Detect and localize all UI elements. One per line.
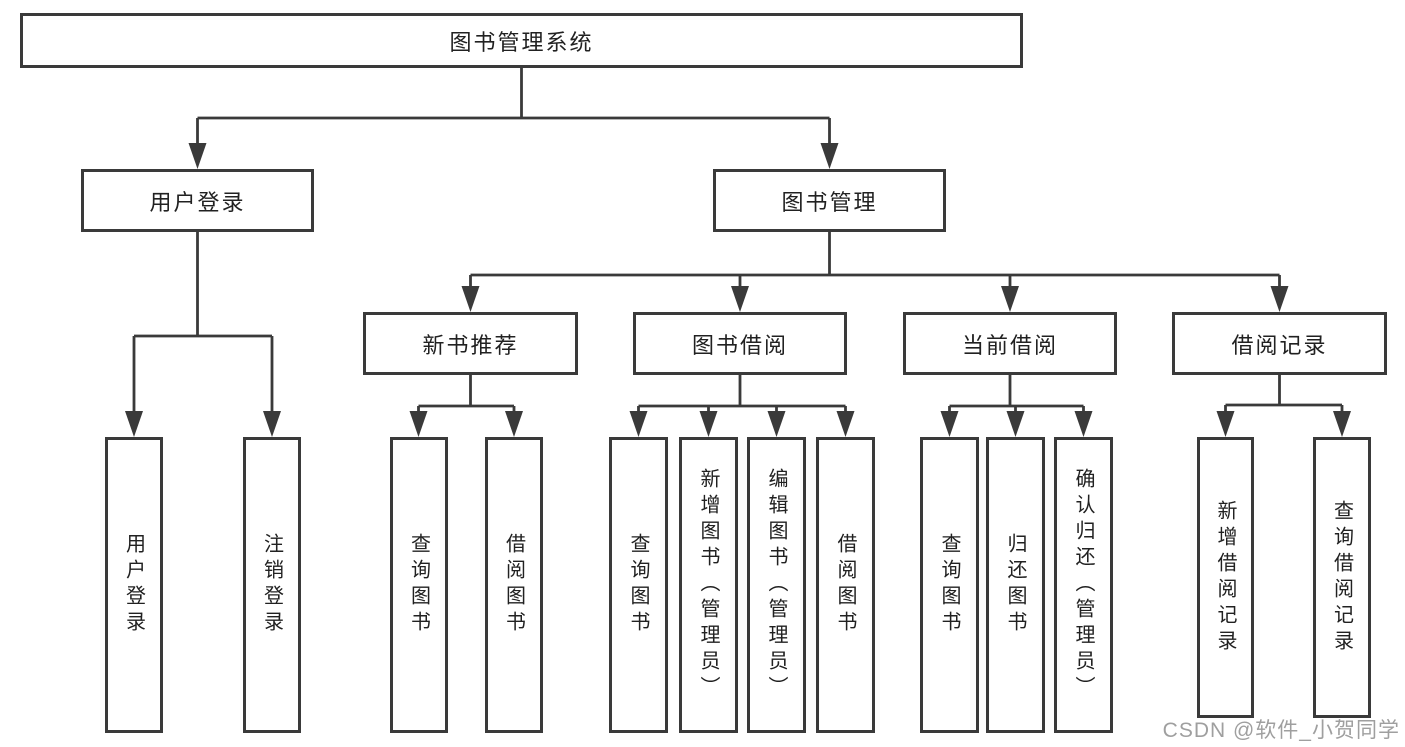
node-borrowing-records-label: 借阅记录 (1231, 332, 1328, 358)
arrowhead-icon (629, 411, 648, 437)
node-book-borrowing-label: 图书借阅 (691, 332, 788, 358)
connector-root-to-level2 (196, 68, 831, 148)
node-book-management-label: 图书管理 (781, 189, 878, 215)
arrowhead-icon (263, 411, 281, 437)
connector-user-login-children (132, 232, 274, 416)
arrowhead-icon (1006, 411, 1025, 437)
leaf-edit-book-admin-label: 编辑图书（管理员） (765, 468, 787, 702)
connector-current-borrowing-children (948, 375, 1085, 416)
arrowhead-icon (1333, 411, 1351, 437)
arrowhead-icon (940, 411, 959, 437)
arrowheads (125, 143, 1351, 437)
leaf-query-book-current-label: 查询图书 (938, 533, 960, 637)
leaf-confirm-return-admin: 确认归还（管理员） (1054, 437, 1113, 733)
arrowhead-icon (505, 411, 523, 437)
arrowhead-icon (1001, 286, 1019, 312)
node-user-login: 用户登录 (81, 169, 314, 232)
leaf-borrow-book: 借阅图书 (816, 437, 875, 733)
watermark-text: CSDN @软件_小贺同学 (1162, 719, 1400, 742)
node-user-login-label: 用户登录 (149, 189, 246, 215)
leaf-query-book-borrow: 查询图书 (609, 437, 668, 733)
leaf-query-book-current: 查询图书 (920, 437, 979, 733)
node-root-label: 图书管理系统 (449, 29, 594, 55)
arrowhead-icon (699, 411, 718, 437)
arrowhead-icon (1074, 411, 1093, 437)
leaf-user-login: 用户登录 (105, 437, 163, 733)
arrowhead-icon (820, 143, 839, 169)
leaf-add-borrow-record-label: 新增借阅记录 (1214, 499, 1236, 656)
leaf-add-book-admin: 新增图书（管理员） (679, 437, 738, 733)
node-current-borrowing: 当前借阅 (903, 312, 1117, 375)
arrowhead-icon (836, 411, 855, 437)
arrowhead-icon (1270, 286, 1289, 312)
arrowhead-icon (1216, 411, 1235, 437)
connector-borrowing-records-children (1224, 375, 1344, 416)
arrowhead-icon (125, 411, 143, 437)
arrowhead-icon (731, 286, 749, 312)
leaf-query-book-recommend-label: 查询图书 (407, 533, 430, 637)
leaf-edit-book-admin: 编辑图书（管理员） (747, 437, 806, 733)
connector-book-borrowing-children (637, 375, 847, 416)
connector-new-book-children (417, 375, 516, 416)
node-root: 图书管理系统 (20, 13, 1023, 68)
leaf-query-book-recommend: 查询图书 (390, 437, 448, 733)
node-new-book-recommendation-label: 新书推荐 (422, 332, 519, 358)
node-book-management: 图书管理 (713, 169, 946, 232)
leaf-return-book-label: 归还图书 (1004, 533, 1026, 637)
arrowhead-icon (409, 411, 428, 437)
leaf-add-borrow-record: 新增借阅记录 (1197, 437, 1254, 718)
arrowhead-icon (461, 286, 480, 312)
connector-book-management-children (469, 232, 1281, 291)
leaf-query-borrow-record-label: 查询借阅记录 (1330, 499, 1353, 656)
leaf-user-login-label: 用户登录 (122, 533, 145, 637)
leaf-add-book-admin-label: 新增图书（管理员） (697, 468, 719, 702)
arrowhead-icon (188, 143, 207, 169)
node-book-borrowing: 图书借阅 (633, 312, 847, 375)
leaf-logout-login-label: 注销登录 (260, 533, 283, 637)
leaf-borrow-book-recommend-label: 借阅图书 (502, 533, 525, 637)
leaf-return-book: 归还图书 (986, 437, 1045, 733)
node-current-borrowing-label: 当前借阅 (961, 332, 1058, 358)
node-borrowing-records: 借阅记录 (1172, 312, 1387, 375)
leaf-query-borrow-record: 查询借阅记录 (1313, 437, 1371, 718)
leaf-borrow-book-recommend: 借阅图书 (485, 437, 543, 733)
leaf-borrow-book-label: 借阅图书 (834, 533, 856, 637)
leaf-confirm-return-admin-label: 确认归还（管理员） (1072, 468, 1094, 702)
arrowhead-icon (767, 411, 786, 437)
leaf-query-book-borrow-label: 查询图书 (627, 533, 649, 637)
node-new-book-recommendation: 新书推荐 (363, 312, 578, 375)
leaf-logout-login: 注销登录 (243, 437, 301, 733)
